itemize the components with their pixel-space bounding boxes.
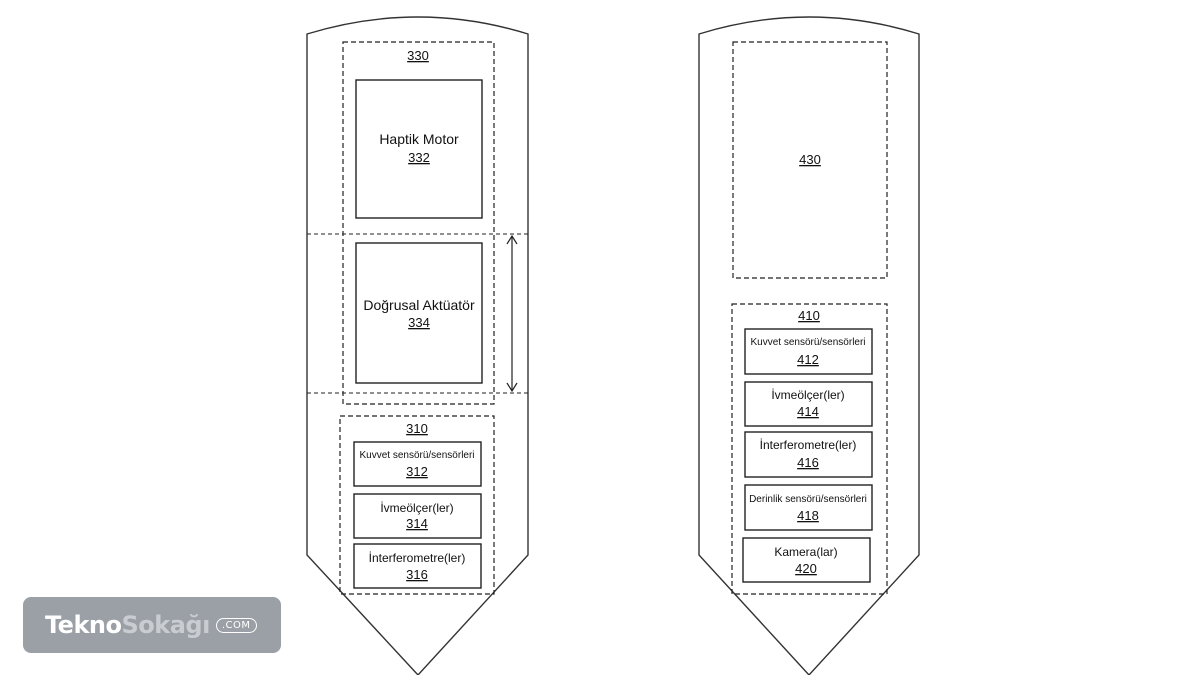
accelerometer-414-box xyxy=(744,381,873,427)
interferometer-416-label: İnterferometre(ler) xyxy=(760,438,857,452)
accelerometer-314-ref: 314 xyxy=(406,516,428,531)
interferometer-316-ref: 316 xyxy=(406,567,428,582)
camera-420-ref: 420 xyxy=(795,561,817,576)
travel-arrow xyxy=(506,234,518,393)
group-330-box xyxy=(342,41,495,405)
depth-sensor-418-box xyxy=(744,484,873,531)
haptic-motor-ref: 332 xyxy=(408,150,430,165)
camera-420-label: Kamera(lar) xyxy=(774,545,837,559)
accelerometer-414-label: İvmeölçer(ler) xyxy=(771,388,844,402)
force-sensor-312-label: Kuvvet sensörü/sensörleri xyxy=(359,450,474,461)
logo-text-com: .COM xyxy=(215,617,257,633)
interferometer-316-label: İnterferometre(ler) xyxy=(369,551,466,565)
haptic-motor-box xyxy=(355,79,483,219)
group-310-box xyxy=(339,415,495,595)
haptic-motor-label: Haptik Motor xyxy=(379,131,459,147)
accelerometer-314-box xyxy=(353,493,482,539)
force-sensor-412-label: Kuvvet sensörü/sensörleri xyxy=(750,337,865,348)
force-sensor-412-ref: 412 xyxy=(797,352,819,367)
depth-sensor-418-label: Derinlik sensörü/sensörleri xyxy=(749,494,867,505)
accelerometer-414-ref: 414 xyxy=(797,404,819,419)
accelerometer-314-label: İvmeölçer(ler) xyxy=(380,501,453,515)
force-sensor-412-box xyxy=(744,328,873,375)
group-430-ref: 430 xyxy=(799,152,821,167)
group-330-ref: 330 xyxy=(407,48,429,63)
interferometer-416-ref: 416 xyxy=(797,455,819,470)
logo-text-tekno: Tekno xyxy=(45,611,122,639)
group-310-ref: 310 xyxy=(406,421,428,436)
logo-text-sokagi: Sokağı xyxy=(121,611,211,639)
linear-actuator-label: Doğrusal Aktüatör xyxy=(363,297,475,313)
depth-sensor-418-ref: 418 xyxy=(797,508,819,523)
force-sensor-312-box xyxy=(353,441,482,487)
linear-actuator-box xyxy=(355,242,483,384)
group-410-box xyxy=(731,303,888,595)
force-sensor-312-ref: 312 xyxy=(406,464,428,479)
linear-actuator-ref: 334 xyxy=(408,315,430,330)
group-430-box xyxy=(732,41,888,279)
camera-420-box xyxy=(742,537,871,583)
interferometer-416-box xyxy=(744,431,873,478)
interferometer-316-box xyxy=(353,543,482,589)
group-410-ref: 410 xyxy=(798,308,820,323)
